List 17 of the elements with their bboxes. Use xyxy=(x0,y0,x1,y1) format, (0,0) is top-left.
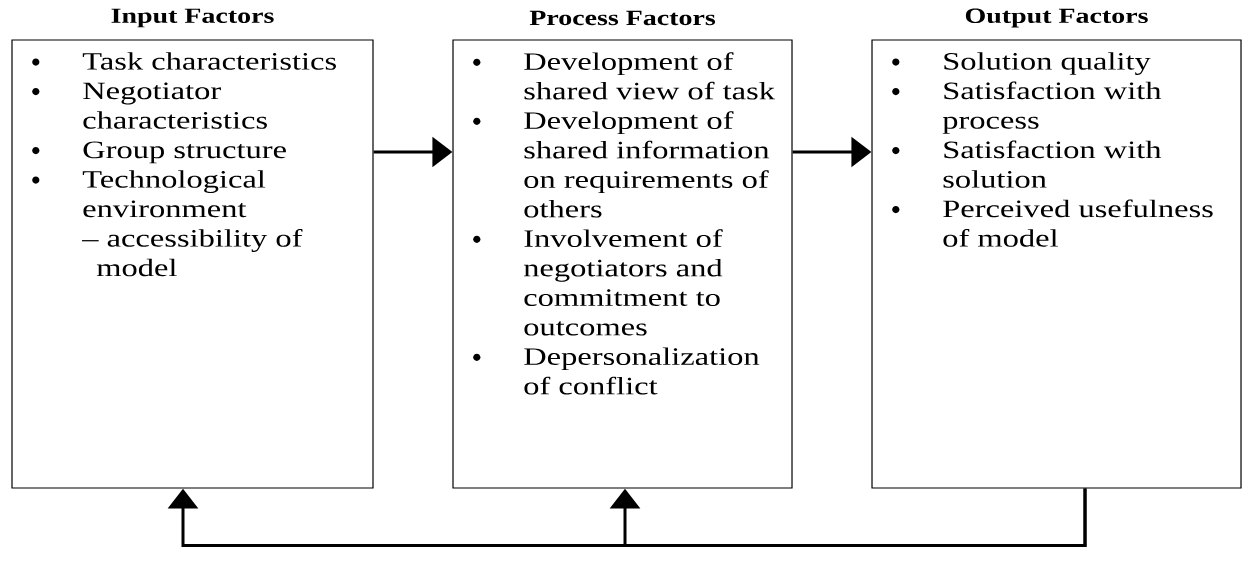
heading: Input Factors xyxy=(111,8,274,28)
arrow xyxy=(609,488,1087,548)
bullet-item: Development of shared view of task xyxy=(524,52,775,100)
bullet-item: Solution quality xyxy=(944,52,1151,75)
heading: Process Factors xyxy=(529,10,716,26)
bullet-item: Development of shared information on requirements of others xyxy=(524,111,770,218)
bullet-item: Perceived usefulness of model xyxy=(943,199,1213,247)
bullet-item: Group structure xyxy=(83,141,286,164)
bullet-item: Depersonalization of conflict xyxy=(524,347,760,395)
bullet-item: Involvement of negotiators and commitment to outcomes xyxy=(523,229,723,336)
bullet-item: Satisfaction with process xyxy=(942,81,1162,134)
bullet-item: Technological environment xyxy=(82,170,266,218)
sub-item: – accessibility of model xyxy=(82,228,303,277)
bullet-item: Negotiator characteristics xyxy=(83,82,267,129)
bullet-item: Satisfaction with solution xyxy=(943,140,1162,188)
bullet-item: Task characteristics xyxy=(82,52,336,70)
heading: Output Factors xyxy=(965,8,1148,28)
